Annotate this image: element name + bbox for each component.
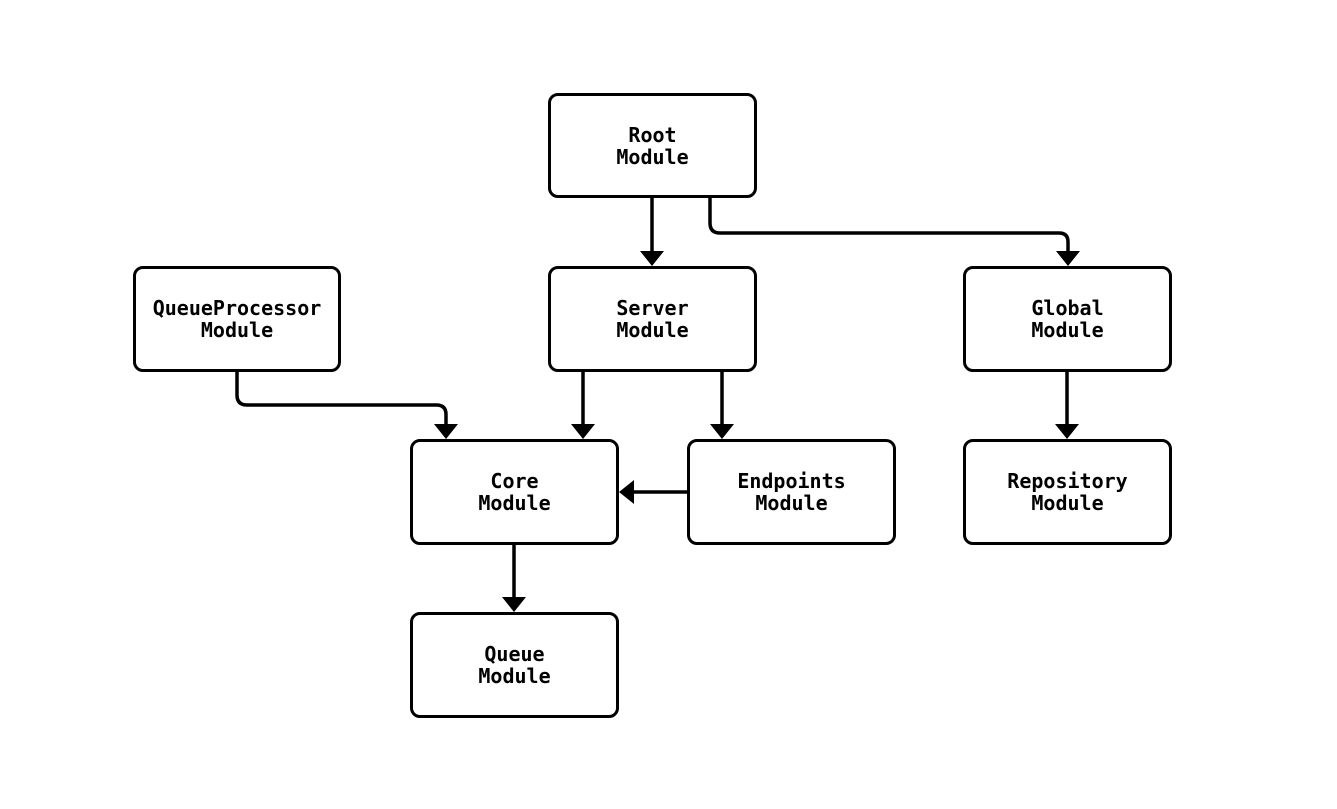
arrowhead-icon bbox=[619, 480, 634, 504]
arrowhead-icon bbox=[434, 424, 458, 439]
node-label-line: Module bbox=[1031, 318, 1104, 342]
node-label-line: Server bbox=[616, 296, 689, 320]
node-label-line: Endpoints bbox=[737, 469, 846, 493]
node-label-line: Queue bbox=[484, 642, 545, 666]
edge-queueprocessor-to-core bbox=[235, 372, 448, 424]
arrowhead-icon bbox=[1055, 424, 1079, 439]
arrowhead-icon bbox=[571, 424, 595, 439]
node-label-line: Module bbox=[200, 318, 274, 342]
node-label-line: Module bbox=[478, 664, 551, 688]
arrowhead-icon bbox=[502, 597, 526, 612]
node-label-line: Core bbox=[490, 469, 539, 493]
node-label-line: Module bbox=[478, 491, 551, 515]
node-label-line: Module bbox=[755, 491, 828, 515]
node-label-line: Global bbox=[1031, 296, 1104, 320]
node-label-line: Module bbox=[616, 318, 689, 342]
node-label-line: Module bbox=[616, 144, 689, 169]
node-label-line: QueueProcessor bbox=[152, 296, 322, 320]
node-label-line: Root bbox=[628, 122, 677, 147]
node-label-line: Module bbox=[1031, 491, 1104, 515]
node-label-line: Repository bbox=[1007, 469, 1128, 493]
arrowhead-icon bbox=[1056, 251, 1080, 266]
arrowhead-icon bbox=[640, 251, 664, 266]
arrowhead-icon bbox=[710, 424, 734, 439]
edge-root-to-global bbox=[708, 198, 1070, 251]
